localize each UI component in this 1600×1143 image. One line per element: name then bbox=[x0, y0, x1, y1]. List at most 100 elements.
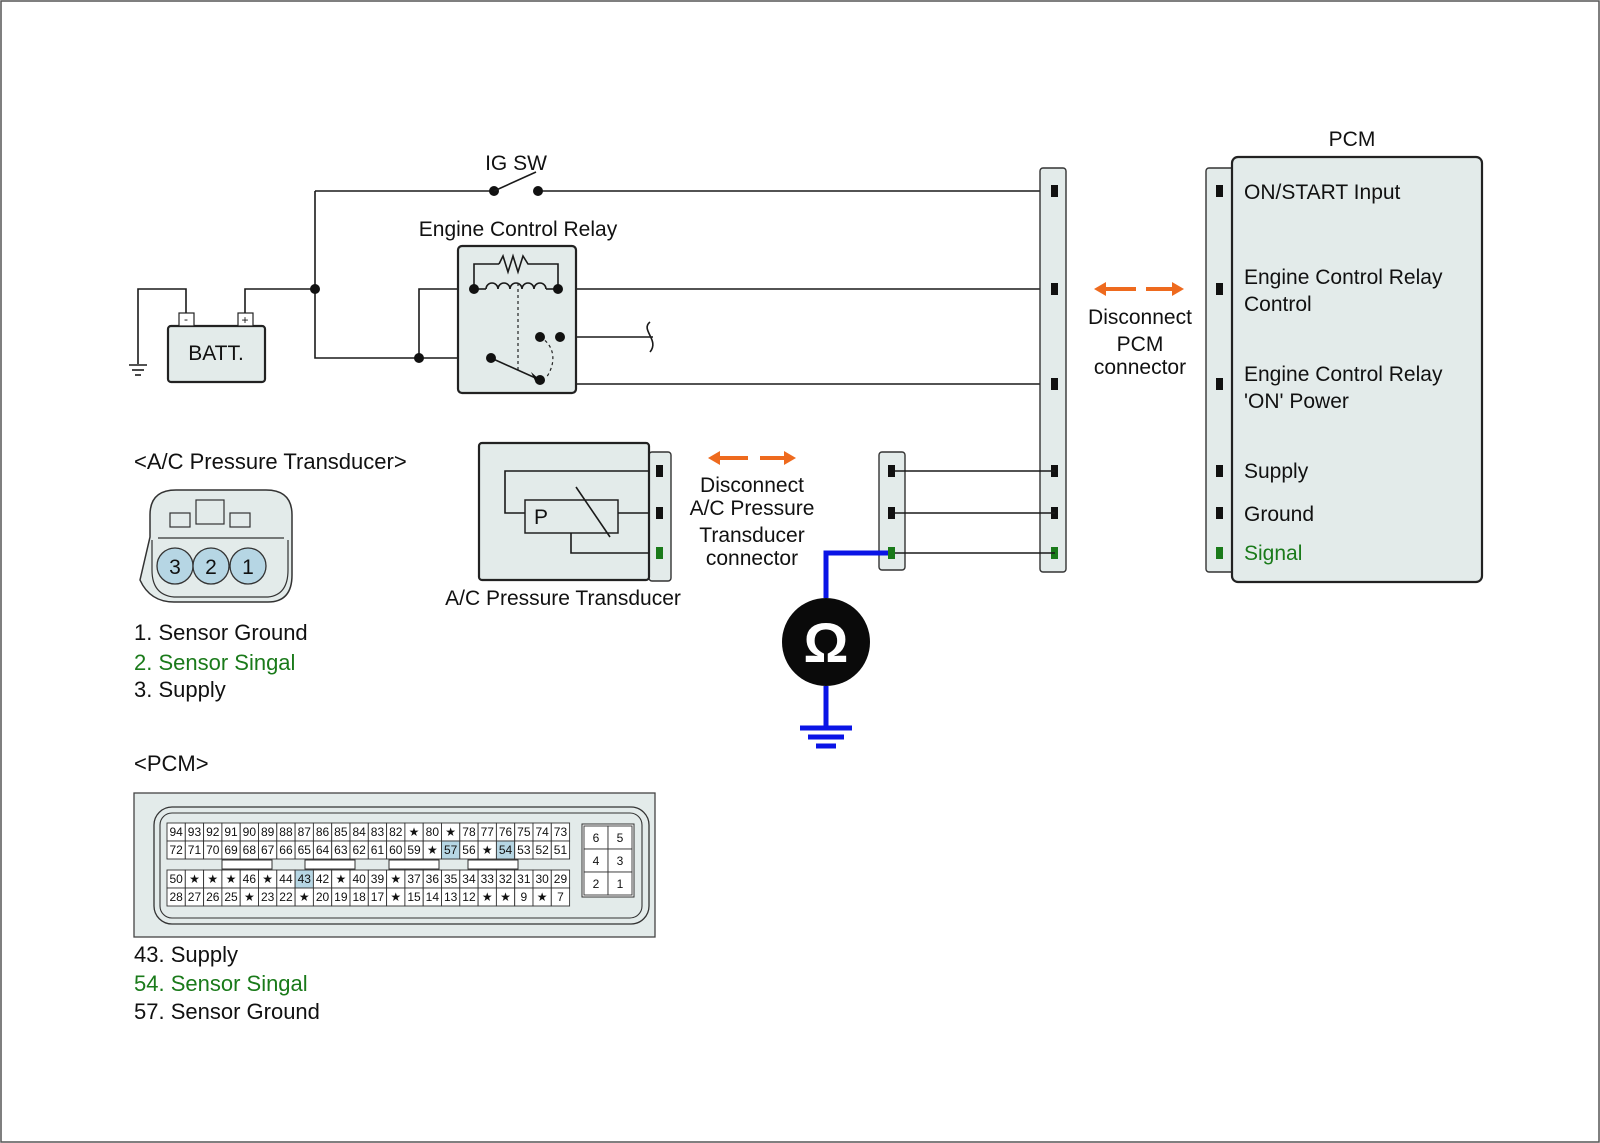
ac-pressure-transducer-label: A/C Pressure Transducer bbox=[445, 587, 681, 610]
pcm-small-pin-number: 4 bbox=[593, 854, 600, 868]
pcm-pin-number: 51 bbox=[554, 843, 568, 857]
pcm-pin-number: 40 bbox=[352, 872, 366, 886]
pcm-pin-number: ★ bbox=[409, 825, 420, 839]
pcm-pin-number: 17 bbox=[371, 890, 385, 904]
pcm-legend-54: 54. Sensor Singal bbox=[134, 971, 308, 996]
ac-transducer-p-label: P bbox=[534, 506, 548, 529]
pcm-pin-number: ★ bbox=[500, 890, 511, 904]
pcm-pin-number: 14 bbox=[426, 890, 440, 904]
pcm-pin-number: 15 bbox=[407, 890, 421, 904]
battery-label: BATT. bbox=[188, 342, 244, 365]
pcm-pin-number: ★ bbox=[226, 872, 237, 886]
pcm-pin-number: 68 bbox=[243, 843, 257, 857]
pcm-module: PCM ON/START Input Engine Control Relay … bbox=[1205, 128, 1484, 584]
pcm-pin-ecr-on-power-line1: Engine Control Relay bbox=[1244, 363, 1443, 386]
disconnect-pcm-arrows: Disconnect PCM connector bbox=[1088, 282, 1192, 379]
pcm-pin-number: 87 bbox=[298, 825, 312, 839]
ac-pin-1: 1 bbox=[242, 556, 254, 579]
pcm-small-pin-number: 1 bbox=[617, 877, 624, 891]
pcm-legend-43: 43. Supply bbox=[134, 942, 238, 967]
pcm-pin-number: 34 bbox=[462, 872, 476, 886]
battery-minus-label: - bbox=[184, 312, 188, 326]
pcm-pin-number: 29 bbox=[554, 872, 568, 886]
pcm-pin-number: 70 bbox=[206, 843, 220, 857]
pcm-pin-number: 22 bbox=[279, 890, 293, 904]
pcm-pin-number: 18 bbox=[352, 890, 366, 904]
pcm-pin-number: 93 bbox=[188, 825, 202, 839]
pcm-pin-number: 84 bbox=[352, 825, 366, 839]
pcm-pin-number: 54 bbox=[499, 843, 513, 857]
pcm-connector-title: <PCM> bbox=[134, 751, 209, 776]
pcm-pin-number: 31 bbox=[517, 872, 531, 886]
pcm-pin-number: 74 bbox=[535, 825, 549, 839]
harness-ac-connector bbox=[878, 451, 1055, 571]
pcm-title: PCM bbox=[1329, 128, 1376, 151]
pcm-pin-cell bbox=[550, 840, 571, 860]
pcm-pin-number: 27 bbox=[188, 890, 202, 904]
pcm-pin-number: 25 bbox=[224, 890, 238, 904]
pcm-pin-number: 91 bbox=[224, 825, 238, 839]
ac-legend-1: 1. Sensor Ground bbox=[134, 620, 308, 645]
pcm-pin-number: 13 bbox=[444, 890, 458, 904]
pcm-pin-number: 23 bbox=[261, 890, 275, 904]
ignition-switch: IG SW bbox=[485, 152, 547, 196]
ohmmeter: Ω bbox=[782, 550, 888, 749]
ac-legend-3: 3. Supply bbox=[134, 677, 226, 702]
disconnect-ac-line1: Disconnect bbox=[700, 474, 804, 497]
pcm-small-pin-number: 6 bbox=[593, 831, 600, 845]
disconnect-ac-line4: connector bbox=[706, 547, 798, 570]
pcm-pin-number: 46 bbox=[243, 872, 257, 886]
pcm-pin-number: 88 bbox=[279, 825, 293, 839]
ac-connector-face: <A/C Pressure Transducer> 3 2 1 1. Senso… bbox=[134, 449, 407, 702]
ig-sw-label: IG SW bbox=[485, 152, 547, 175]
pcm-small-pin-cell bbox=[607, 871, 633, 896]
pcm-pin-on-start-input: ON/START Input bbox=[1244, 181, 1401, 204]
pcm-pin-number: 9 bbox=[521, 890, 528, 904]
pcm-pin-number: 12 bbox=[462, 890, 476, 904]
battery-ground-symbol bbox=[129, 288, 187, 376]
pcm-pin-number: 92 bbox=[206, 825, 220, 839]
pcm-pin-number: 33 bbox=[481, 872, 495, 886]
pcm-pin-signal: Signal bbox=[1244, 542, 1302, 565]
pcm-pin-number: 52 bbox=[535, 843, 549, 857]
ac-pin-3: 3 bbox=[169, 556, 181, 579]
pcm-pin-number: 28 bbox=[169, 890, 183, 904]
pcm-pin-number: 69 bbox=[224, 843, 238, 857]
pcm-pin-number: ★ bbox=[482, 843, 493, 857]
pcm-pin-number: 67 bbox=[261, 843, 275, 857]
pcm-pin-number: ★ bbox=[427, 843, 438, 857]
ac-pin-2: 2 bbox=[205, 556, 217, 579]
pcm-pin-number: 86 bbox=[316, 825, 330, 839]
pcm-pin-number: ★ bbox=[482, 890, 493, 904]
engine-control-relay: Engine Control Relay bbox=[419, 218, 618, 395]
pcm-small-pin-number: 2 bbox=[593, 877, 600, 891]
pcm-pin-number: 85 bbox=[334, 825, 348, 839]
pcm-pin-number: ★ bbox=[244, 890, 255, 904]
pcm-pin-number: 19 bbox=[334, 890, 348, 904]
pcm-pin-number: 63 bbox=[334, 843, 348, 857]
pcm-pin-number: ★ bbox=[299, 890, 310, 904]
pcm-pin-number: 80 bbox=[426, 825, 440, 839]
pcm-pin-number: 89 bbox=[261, 825, 275, 839]
pcm-pin-number: 71 bbox=[188, 843, 202, 857]
pcm-pin-number: 60 bbox=[389, 843, 403, 857]
pcm-pin-number: 65 bbox=[298, 843, 312, 857]
pcm-pin-supply: Supply bbox=[1244, 460, 1309, 483]
pcm-pin-number: ★ bbox=[445, 825, 456, 839]
pcm-pin-number: 62 bbox=[352, 843, 366, 857]
pcm-pin-number: 7 bbox=[557, 890, 564, 904]
pcm-pin-number: ★ bbox=[335, 872, 346, 886]
pcm-pin-number: 57 bbox=[444, 843, 458, 857]
pcm-pin-number: 44 bbox=[279, 872, 293, 886]
pcm-pin-number: 43 bbox=[298, 872, 312, 886]
ac-legend-2: 2. Sensor Singal bbox=[134, 650, 295, 675]
pcm-pin-number: 37 bbox=[407, 872, 421, 886]
disconnect-ac-line3: Transducer bbox=[699, 524, 804, 547]
ohm-symbol: Ω bbox=[804, 611, 849, 674]
pcm-pin-number: ★ bbox=[189, 872, 200, 886]
pcm-pin-number: 66 bbox=[279, 843, 293, 857]
